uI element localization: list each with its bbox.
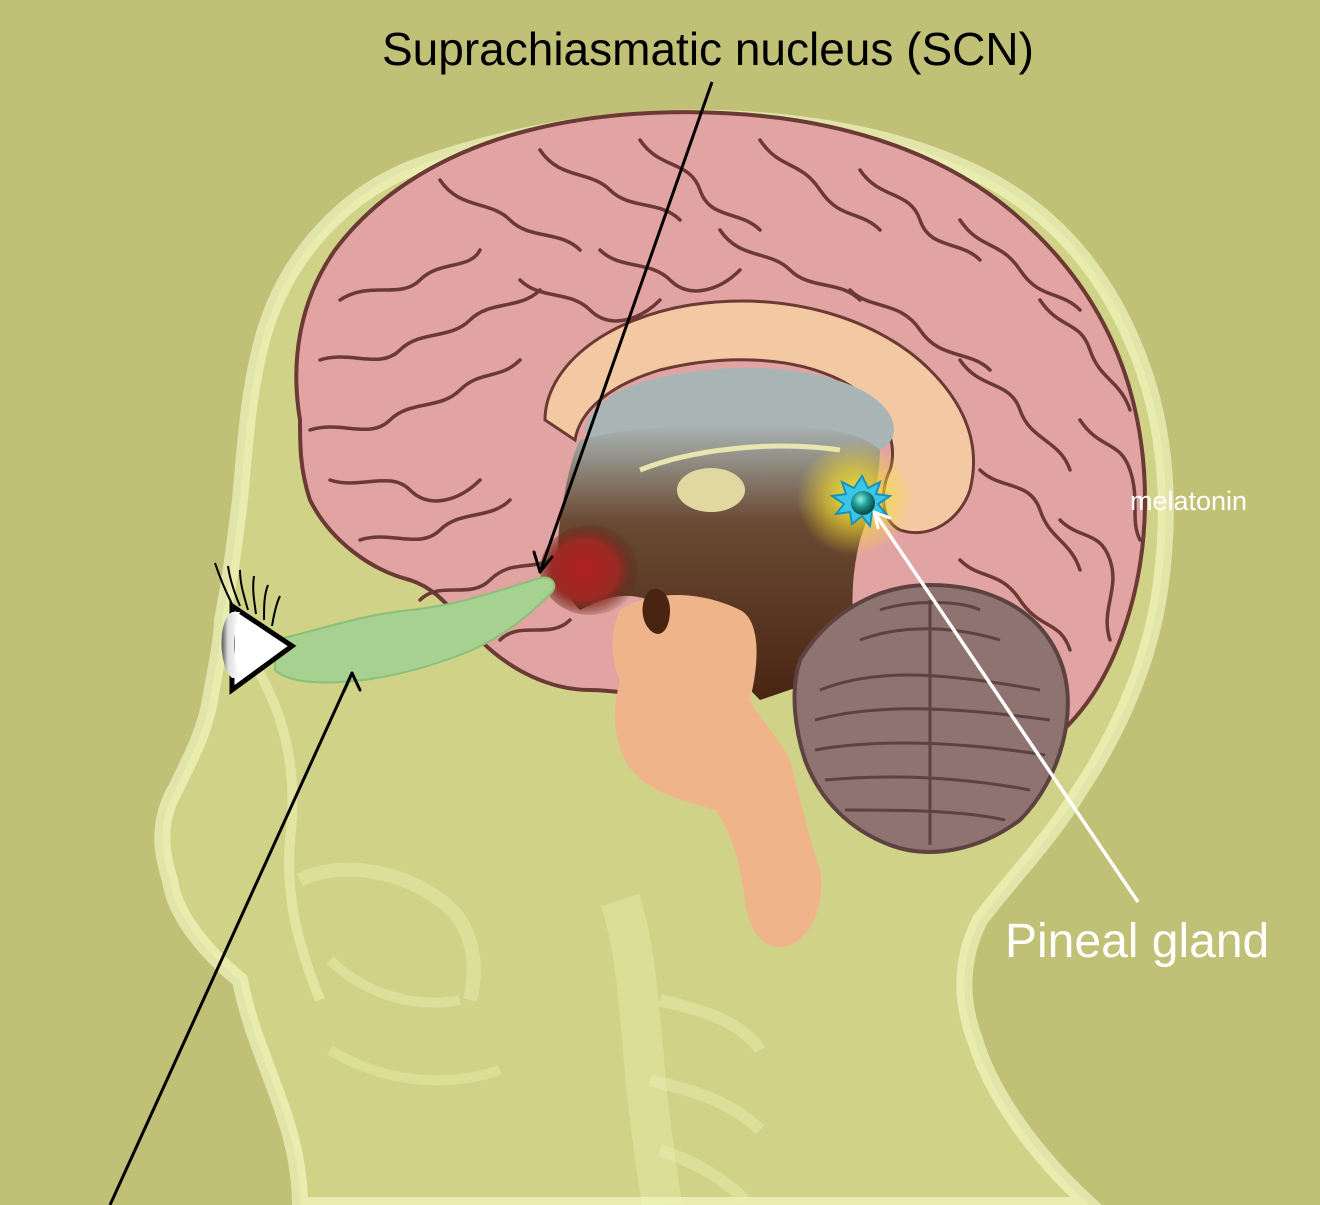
hypothalamus <box>540 525 640 615</box>
scn-label: Suprachiasmatic nucleus (SCN) <box>382 22 1034 76</box>
melatonin-label: melatonin <box>1130 486 1247 517</box>
thalamus <box>677 468 745 512</box>
pineal-gland-icon <box>797 440 913 556</box>
cerebellum <box>795 585 1068 852</box>
pineal-gland-label: Pineal gland <box>1005 914 1269 969</box>
